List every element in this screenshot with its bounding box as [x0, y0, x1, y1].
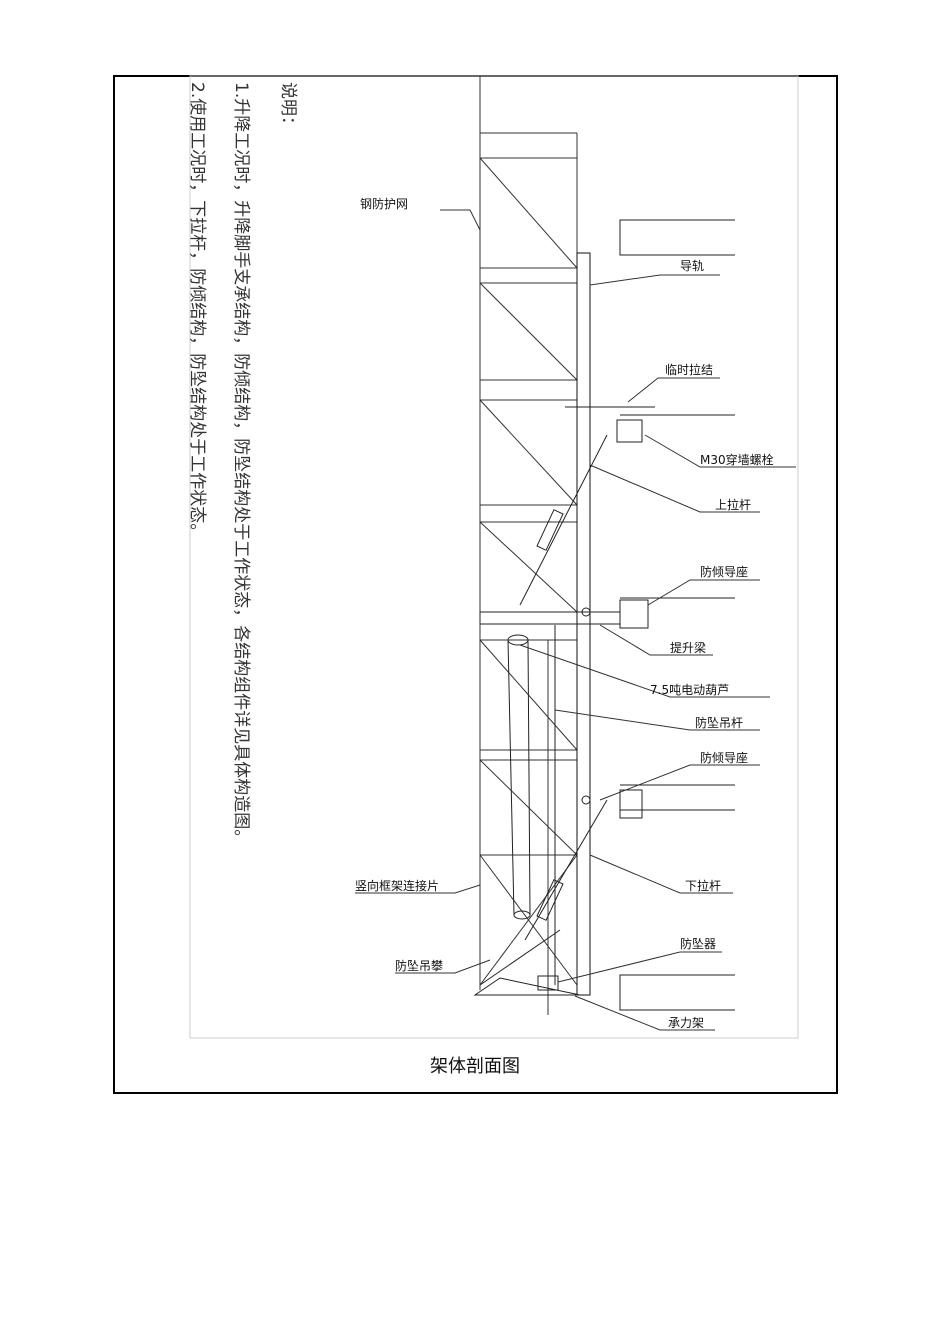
lift-beam: [479, 611, 621, 625]
label-temp-tie: 临时拉结: [665, 362, 713, 377]
label-fall-device: 防坠器: [680, 936, 716, 951]
wall-slab-bottom: [619, 974, 735, 1011]
support-frame: [473, 977, 581, 996]
label-fall-lug: 防坠吊攀: [395, 958, 443, 973]
wall-bolt-box: [616, 419, 643, 443]
label-anti-tilt-2: 防倾导座: [700, 750, 748, 765]
label-hoist: 7.5吨电动葫芦: [650, 683, 729, 697]
drawing-panel: [189, 75, 799, 1039]
notes-heading: 说明：: [278, 82, 298, 133]
lower-rod: [524, 799, 608, 941]
label-connector: 竖向框架连接片: [355, 878, 439, 893]
notes-line1: 1.升降工况时，升降脚手支承结构，防倾结构，防坠结构处于工作状态，各结构组件详见…: [231, 82, 251, 846]
label-fall-rod: 防坠吊杆: [695, 715, 743, 730]
figure-caption: 架体剖面图: [430, 1056, 520, 1077]
label-support: 承力架: [668, 1016, 704, 1030]
scaffold-frame: [479, 76, 578, 1015]
notes-line2: 2.使用工况时，下拉杆，防倾结构，防坠结构处于工作状态。: [187, 82, 208, 540]
upper-rod: [519, 434, 608, 606]
label-lower-rod: 下拉杆: [685, 878, 721, 893]
notes-block: 说明： 1.升降工况时，升降脚手支承结构，防倾结构，防坠结构处于工作状态，各结构…: [187, 82, 298, 846]
label-lift-beam: 提升梁: [670, 640, 706, 655]
label-wall-bolt: M30穿墙螺栓: [700, 452, 774, 467]
label-anti-tilt-1: 防倾导座: [700, 564, 748, 579]
wall-slab-top: [619, 219, 735, 256]
label-guide-rail: 导轨: [680, 259, 704, 273]
label-steel-net: 钢防护网: [360, 196, 408, 211]
label-upper-rod: 上拉杆: [715, 497, 751, 512]
electric-hoist: [507, 634, 531, 920]
